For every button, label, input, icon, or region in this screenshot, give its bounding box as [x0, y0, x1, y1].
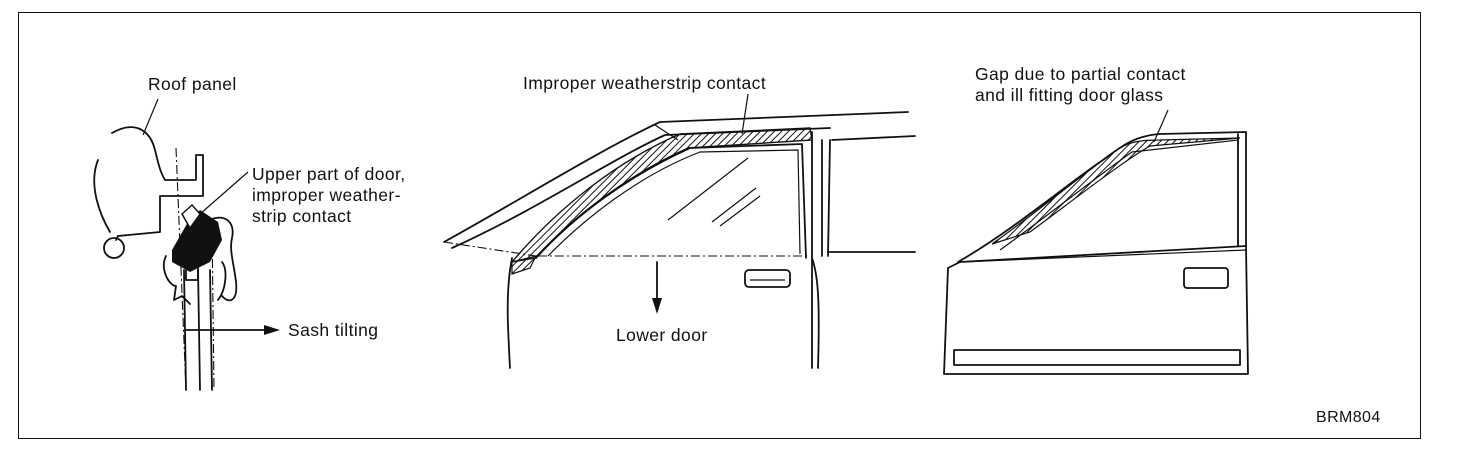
- figure-code-label: BRM804: [1316, 409, 1381, 426]
- cross-section-drawing: [93, 98, 280, 391]
- sash-tilting-label: Sash tilting: [288, 320, 379, 340]
- gap-partial-label: Gap due to partial contact and ill fitti…: [975, 64, 1186, 105]
- car-front-drawing: [443, 93, 916, 369]
- lower-door-label: Lower door: [616, 325, 708, 345]
- figure-border: [18, 12, 1421, 439]
- door-drawing: [943, 109, 1249, 375]
- roof-panel-label: Roof panel: [148, 74, 237, 94]
- improper-contact-label: Improper weatherstrip contact: [523, 73, 767, 93]
- upper-door-label: Upper part of door, improper weather- st…: [252, 164, 406, 226]
